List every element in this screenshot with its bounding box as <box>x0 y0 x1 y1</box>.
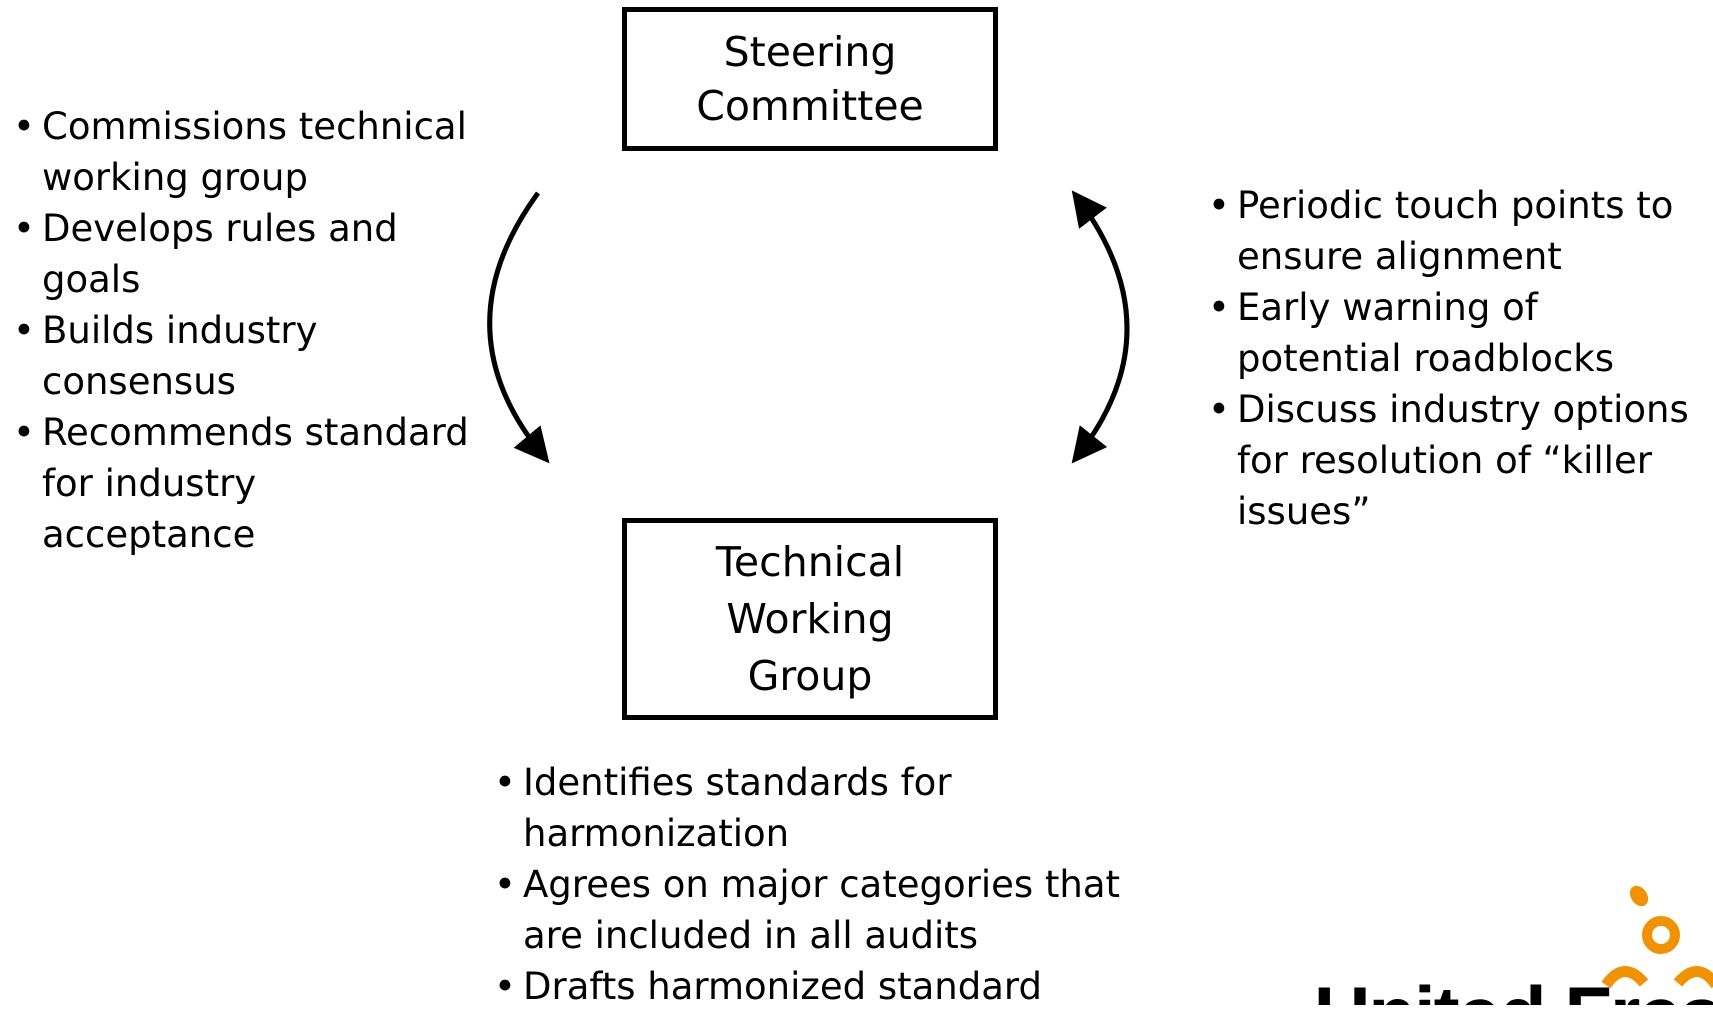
twg-label-line1: Technical <box>715 537 905 586</box>
united-fresh-logo: United Fres <box>1310 885 1713 1005</box>
steering-committee-label-line2: Committee <box>696 82 924 130</box>
twg-label-line2: Working <box>726 594 894 643</box>
right-bullet-item: Discuss industry options for resolution … <box>1204 384 1704 537</box>
bottom-bullet-list: Identifies standards for harmonization A… <box>490 757 1190 1012</box>
logo-text: United Fres <box>1314 975 1713 1005</box>
right-bullet-item: Periodic touch points to ensure alignmen… <box>1204 180 1704 282</box>
right-bullet-item: Early warning of potential roadblocks <box>1204 282 1704 384</box>
steering-committee-label-line1: Steering <box>723 28 897 76</box>
left-bullet-list: Commissions technical working group Deve… <box>9 101 469 560</box>
right-bullet-list: Periodic touch points to ensure alignmen… <box>1204 180 1704 537</box>
twg-label-line3: Group <box>747 651 873 700</box>
bottom-bullet-item: Identifies standards for harmonization <box>490 757 1190 859</box>
left-bullet-item: Builds industry consensus <box>9 305 469 407</box>
left-arrow <box>487 191 550 464</box>
technical-working-group-box: Technical Working Group <box>622 518 998 720</box>
left-bullet-item: Commissions technical working group <box>9 101 469 203</box>
left-bullet-item: Recommends standard for industry accepta… <box>9 407 469 560</box>
bottom-bullet-item: Drafts harmonized standard <box>490 961 1190 1012</box>
steering-committee-box: Steering Committee <box>622 7 998 151</box>
bottom-bullet-item: Agrees on major categories that are incl… <box>490 859 1190 961</box>
right-double-arrow <box>1071 190 1130 464</box>
left-bullet-item: Develops rules and goals <box>9 203 469 305</box>
